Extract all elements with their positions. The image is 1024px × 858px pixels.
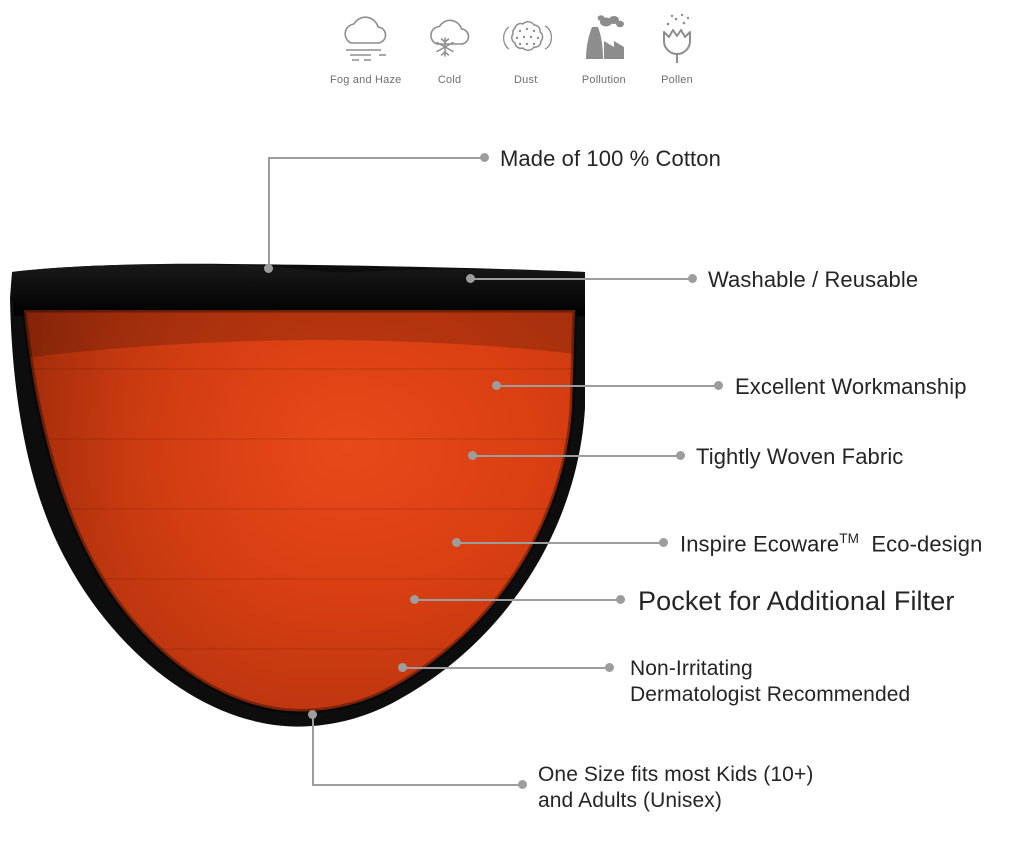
hazard-label: Pollution	[581, 74, 626, 86]
callout-leader-workmanship	[496, 385, 716, 387]
callout-leader-sizing-horizontal	[312, 784, 522, 786]
ecodesign-suffix: Eco-design	[871, 531, 983, 557]
hazard-label: Cold	[437, 74, 462, 86]
callout-leader-pocket	[414, 599, 618, 601]
fog-cloud-icon	[337, 8, 395, 70]
callout-dot-fabric	[676, 451, 685, 460]
callout-leader-fabric	[472, 455, 678, 457]
callout-label-washable: Washable / Reusable	[708, 267, 919, 292]
dermatology-line-2: Dermatologist Recommended	[630, 682, 911, 706]
callout-label-pocket: Pocket for Additional Filter	[638, 586, 955, 616]
hazard-item-fog: Fog and Haze	[330, 8, 402, 86]
callout-anchor-cotton	[264, 264, 273, 273]
callout-leader-ecodesign	[456, 542, 661, 544]
mask-inner-seam	[21, 307, 578, 714]
dust-cloud-icon	[498, 8, 554, 70]
callout-leader-cotton-horizontal	[268, 157, 484, 159]
face-mask-image	[0, 258, 600, 738]
callout-leader-dermatology	[402, 667, 607, 669]
callout-label-dermatology: Non-Irritating Dermatologist Recommended	[630, 656, 910, 707]
sizing-line-2: and Adults (Unisex)	[538, 788, 722, 812]
ecodesign-brand: Inspire Ecoware	[680, 531, 840, 557]
hazard-label: Fog and Haze	[330, 74, 402, 86]
dermatology-line-1: Non-Irritating	[630, 657, 753, 680]
hazard-label: Pollen	[661, 74, 693, 86]
callout-leader-washable	[470, 278, 692, 280]
factory-smokestack-icon	[576, 8, 632, 70]
callout-label-sizing: One Size fits most Kids (10+) and Adults…	[538, 762, 813, 813]
callout-dot-washable	[688, 274, 697, 283]
sizing-line-1: One Size fits most Kids (10+)	[538, 763, 814, 786]
callout-dot-sizing	[518, 780, 527, 789]
callout-dot-ecodesign	[659, 538, 668, 547]
callout-label-fabric: Tightly Woven Fabric	[696, 444, 904, 469]
callout-label-ecodesign: Inspire EcowareTM Eco-design	[680, 531, 982, 558]
mask-top-band	[12, 264, 585, 316]
callout-dot-dermatology	[605, 663, 614, 672]
callout-dot-cotton	[480, 153, 489, 162]
hazard-icon-row: Fog and Haze Cold	[330, 8, 700, 108]
tulip-pollen-icon	[654, 8, 700, 70]
snowflake-cloud-icon	[424, 8, 476, 70]
trademark-symbol: TM	[839, 531, 859, 546]
hazard-item-pollen: Pollen	[654, 8, 700, 86]
callout-dot-workmanship	[714, 381, 723, 390]
hazard-item-pollution: Pollution	[576, 8, 632, 86]
callout-label-cotton: Made of 100 % Cotton	[500, 146, 721, 171]
callout-leader-sizing-vertical	[312, 714, 314, 786]
mask-face-panel	[24, 310, 575, 712]
callout-leader-cotton-vertical	[268, 158, 270, 268]
callout-label-workmanship: Excellent Workmanship	[735, 374, 967, 399]
hazard-item-dust: Dust	[498, 8, 554, 86]
callout-dot-pocket	[616, 595, 625, 604]
hazard-label: Dust	[514, 74, 538, 86]
hazard-item-cold: Cold	[424, 8, 476, 86]
